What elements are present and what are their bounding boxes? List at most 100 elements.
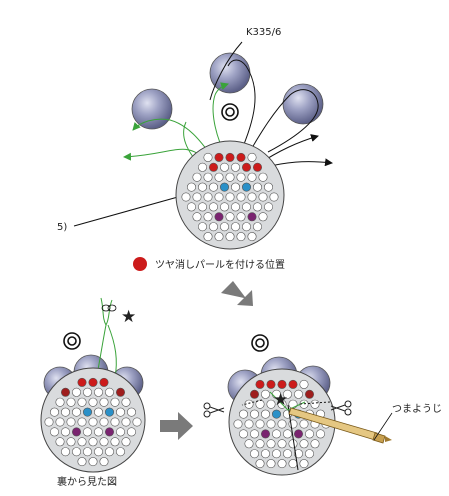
red-pearl-bead: [255, 379, 265, 389]
bead: [260, 429, 270, 439]
bead: [66, 417, 76, 427]
bead: [181, 192, 191, 202]
bead: [99, 437, 109, 447]
red-pearl-bead: [88, 377, 98, 387]
bead: [293, 429, 303, 439]
bead: [209, 222, 219, 232]
bead: [192, 212, 202, 222]
bead: [88, 417, 98, 427]
disc-result-beads: [233, 379, 331, 469]
red-pearl-bead: [99, 377, 109, 387]
bead: [299, 419, 309, 429]
bead: [77, 417, 87, 427]
bead: [255, 439, 265, 449]
bead: [203, 232, 213, 242]
bead: [187, 182, 197, 192]
bead: [121, 397, 131, 407]
legend-text: ツヤ消しパールを付ける位置: [155, 258, 285, 271]
bead: [60, 427, 70, 437]
legend-red-dot: [133, 257, 147, 271]
bead: [94, 407, 104, 417]
bead: [60, 387, 70, 397]
bead: [116, 387, 126, 397]
bead: [220, 222, 230, 232]
bead: [266, 439, 276, 449]
bead: [299, 459, 309, 469]
bead: [203, 212, 213, 222]
bead: [209, 202, 219, 212]
double-circle-mark-back: [63, 332, 81, 350]
red-pearl-bead: [209, 162, 219, 172]
bead: [299, 379, 309, 389]
scissors-icon-right: [330, 400, 352, 416]
bead: [236, 172, 246, 182]
result-figure: つまようじ ★: [203, 334, 442, 476]
bead: [253, 182, 263, 192]
bead: [304, 429, 314, 439]
bead: [77, 457, 87, 467]
bead: [77, 397, 87, 407]
red-pearl-bead: [288, 379, 298, 389]
red-pearl-bead: [277, 379, 287, 389]
bead: [49, 407, 59, 417]
bead: [198, 202, 208, 212]
thread-code-label: K335/6: [246, 27, 281, 38]
bead: [55, 437, 65, 447]
bead: [271, 409, 281, 419]
bead: [192, 192, 202, 202]
bead: [72, 407, 82, 417]
bead: [239, 429, 249, 439]
bead: [225, 172, 235, 182]
bead: [266, 419, 276, 429]
bead: [233, 419, 243, 429]
top-figure: K335/6 5): [57, 27, 333, 250]
ball-right: [282, 83, 324, 125]
bead: [88, 397, 98, 407]
bead: [88, 437, 98, 447]
bead: [271, 449, 281, 459]
bead: [220, 182, 230, 192]
bead: [242, 182, 252, 192]
bead: [315, 429, 325, 439]
toothpick-label: つまようじ: [392, 403, 442, 415]
bead: [236, 232, 246, 242]
star-mark-back: ★: [121, 307, 136, 327]
bead: [214, 232, 224, 242]
bead: [116, 447, 126, 457]
bead: [260, 449, 270, 459]
bead: [242, 222, 252, 232]
bead: [99, 457, 109, 467]
bead: [225, 232, 235, 242]
bead: [55, 397, 65, 407]
bead: [209, 182, 219, 192]
bead: [83, 387, 93, 397]
bead: [231, 182, 241, 192]
right-arrow: [160, 412, 193, 440]
bead: [132, 417, 142, 427]
bead: [247, 232, 257, 242]
bead: [269, 192, 279, 202]
bead: [310, 399, 320, 409]
bead: [94, 447, 104, 457]
bead: [83, 407, 93, 417]
bead: [105, 427, 115, 437]
bead: [66, 437, 76, 447]
bead: [214, 172, 224, 182]
bead: [231, 162, 241, 172]
bead: [88, 457, 98, 467]
bead: [220, 202, 230, 212]
bead: [203, 192, 213, 202]
red-pearl-bead: [253, 162, 263, 172]
bead: [247, 172, 257, 182]
bead: [310, 439, 320, 449]
bead: [260, 409, 270, 419]
bead: [247, 152, 257, 162]
bead: [250, 429, 260, 439]
bead: [263, 202, 273, 212]
bead: [236, 192, 246, 202]
bead: [99, 417, 109, 427]
disc-top-beads: [181, 152, 279, 242]
bead: [304, 449, 314, 459]
legend: ツヤ消しパールを付ける位置: [133, 257, 285, 271]
bead: [192, 172, 202, 182]
